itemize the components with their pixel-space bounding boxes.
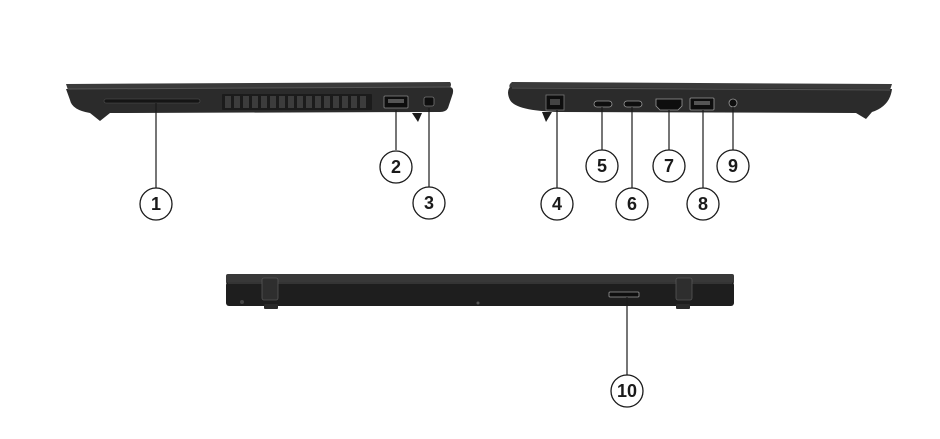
callout-marker-6: 6 (615, 187, 649, 221)
callout-number-10: 10 (617, 381, 637, 401)
security-lock-slot (423, 96, 435, 107)
vent-grille (222, 94, 372, 110)
callout-number-9: 9 (728, 156, 738, 176)
callout-number-8: 8 (698, 194, 708, 214)
left-hinge (261, 277, 279, 309)
callout-number-5: 5 (597, 156, 607, 176)
smart-card-slot (103, 98, 201, 104)
laptop-rear-view (226, 274, 734, 309)
rear-view-base (226, 282, 734, 306)
callout-marker-4: 4 (540, 187, 574, 221)
callout-number-6: 6 (627, 194, 637, 214)
callout-marker-10: 10 (610, 374, 644, 408)
callout-number-7: 7 (664, 156, 674, 176)
callout-marker-9: 9 (716, 149, 750, 183)
laptop-right-side-view (508, 82, 892, 122)
left-view-edge-highlight (67, 86, 451, 90)
callout-marker-3: 3 (412, 186, 446, 220)
callout-number-4: 4 (552, 194, 562, 214)
right-hinge (675, 277, 693, 309)
callout-marker-5: 5 (585, 149, 619, 183)
callout-marker-8: 8 (686, 187, 720, 221)
callout-lines (155, 103, 734, 375)
callout-marker-2: 2 (379, 150, 413, 184)
rear-view-lid (226, 274, 734, 284)
audio-jack (728, 98, 738, 108)
callout-marker-7: 7 (652, 149, 686, 183)
callout-marker-1: 1 (139, 187, 173, 221)
callout-markers: 1 2 3 4 5 6 7 8 (139, 149, 750, 408)
laptop-left-side-view (66, 82, 454, 122)
hdmi-port (655, 98, 683, 111)
callout-number-2: 2 (391, 157, 401, 177)
callout-number-1: 1 (151, 194, 161, 214)
callout-number-3: 3 (424, 193, 434, 213)
usb-c-port-2 (623, 100, 643, 108)
nano-sim-slot (608, 291, 640, 298)
usb-c-port-1 (593, 100, 613, 108)
ethernet-port (542, 94, 565, 122)
